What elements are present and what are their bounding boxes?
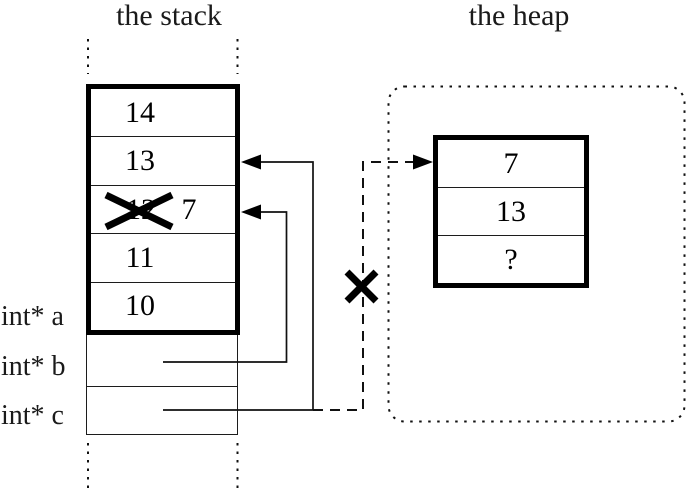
- stack-cell-value: 13: [125, 144, 155, 178]
- stack-title: the stack: [116, 0, 222, 32]
- heap-cell-value: 7: [503, 146, 519, 180]
- stack-pointer-slots: [86, 335, 238, 435]
- stack-cell-value: 11: [125, 240, 155, 274]
- heap-cell-value: ?: [504, 242, 518, 276]
- variable-label-b: int* b: [1, 351, 66, 382]
- pointer-slot-b: [87, 335, 237, 387]
- stack-cell: 11: [91, 234, 235, 283]
- heap-block-box: 7 13 ?: [433, 135, 589, 288]
- stack-cell-reassigned: 12 7: [91, 186, 235, 235]
- stack-cell-new-value: 7: [181, 192, 197, 226]
- heap-title: the heap: [468, 0, 570, 32]
- stack-frame-box: 14 13 12 7 11 10: [86, 84, 240, 335]
- pointer-b-arrowhead: [241, 204, 261, 220]
- stack-cell-old-value: 12: [126, 192, 156, 226]
- heap-cell: 13: [438, 188, 584, 236]
- pointer-c-arrowhead: [241, 154, 261, 170]
- x-mark-dangling-pointer: [344, 269, 379, 304]
- dangling-pointer-dashed-line: [313, 161, 415, 411]
- variable-label-a: int* a: [1, 301, 64, 332]
- stack-cell: 14: [91, 89, 235, 138]
- stack-cell-value: 14: [125, 95, 155, 129]
- pointer-slot-c: [87, 387, 237, 435]
- heap-cell: ?: [438, 236, 584, 283]
- stack-cell: 13: [91, 137, 235, 186]
- heap-cell-value: 13: [496, 194, 526, 228]
- variable-label-c: int* c: [1, 400, 64, 431]
- stack-cell: 10: [91, 283, 235, 330]
- heap-cell: 7: [438, 140, 584, 188]
- stack-cell-value: 10: [125, 289, 155, 323]
- dangling-pointer-arrowhead: [413, 154, 433, 170]
